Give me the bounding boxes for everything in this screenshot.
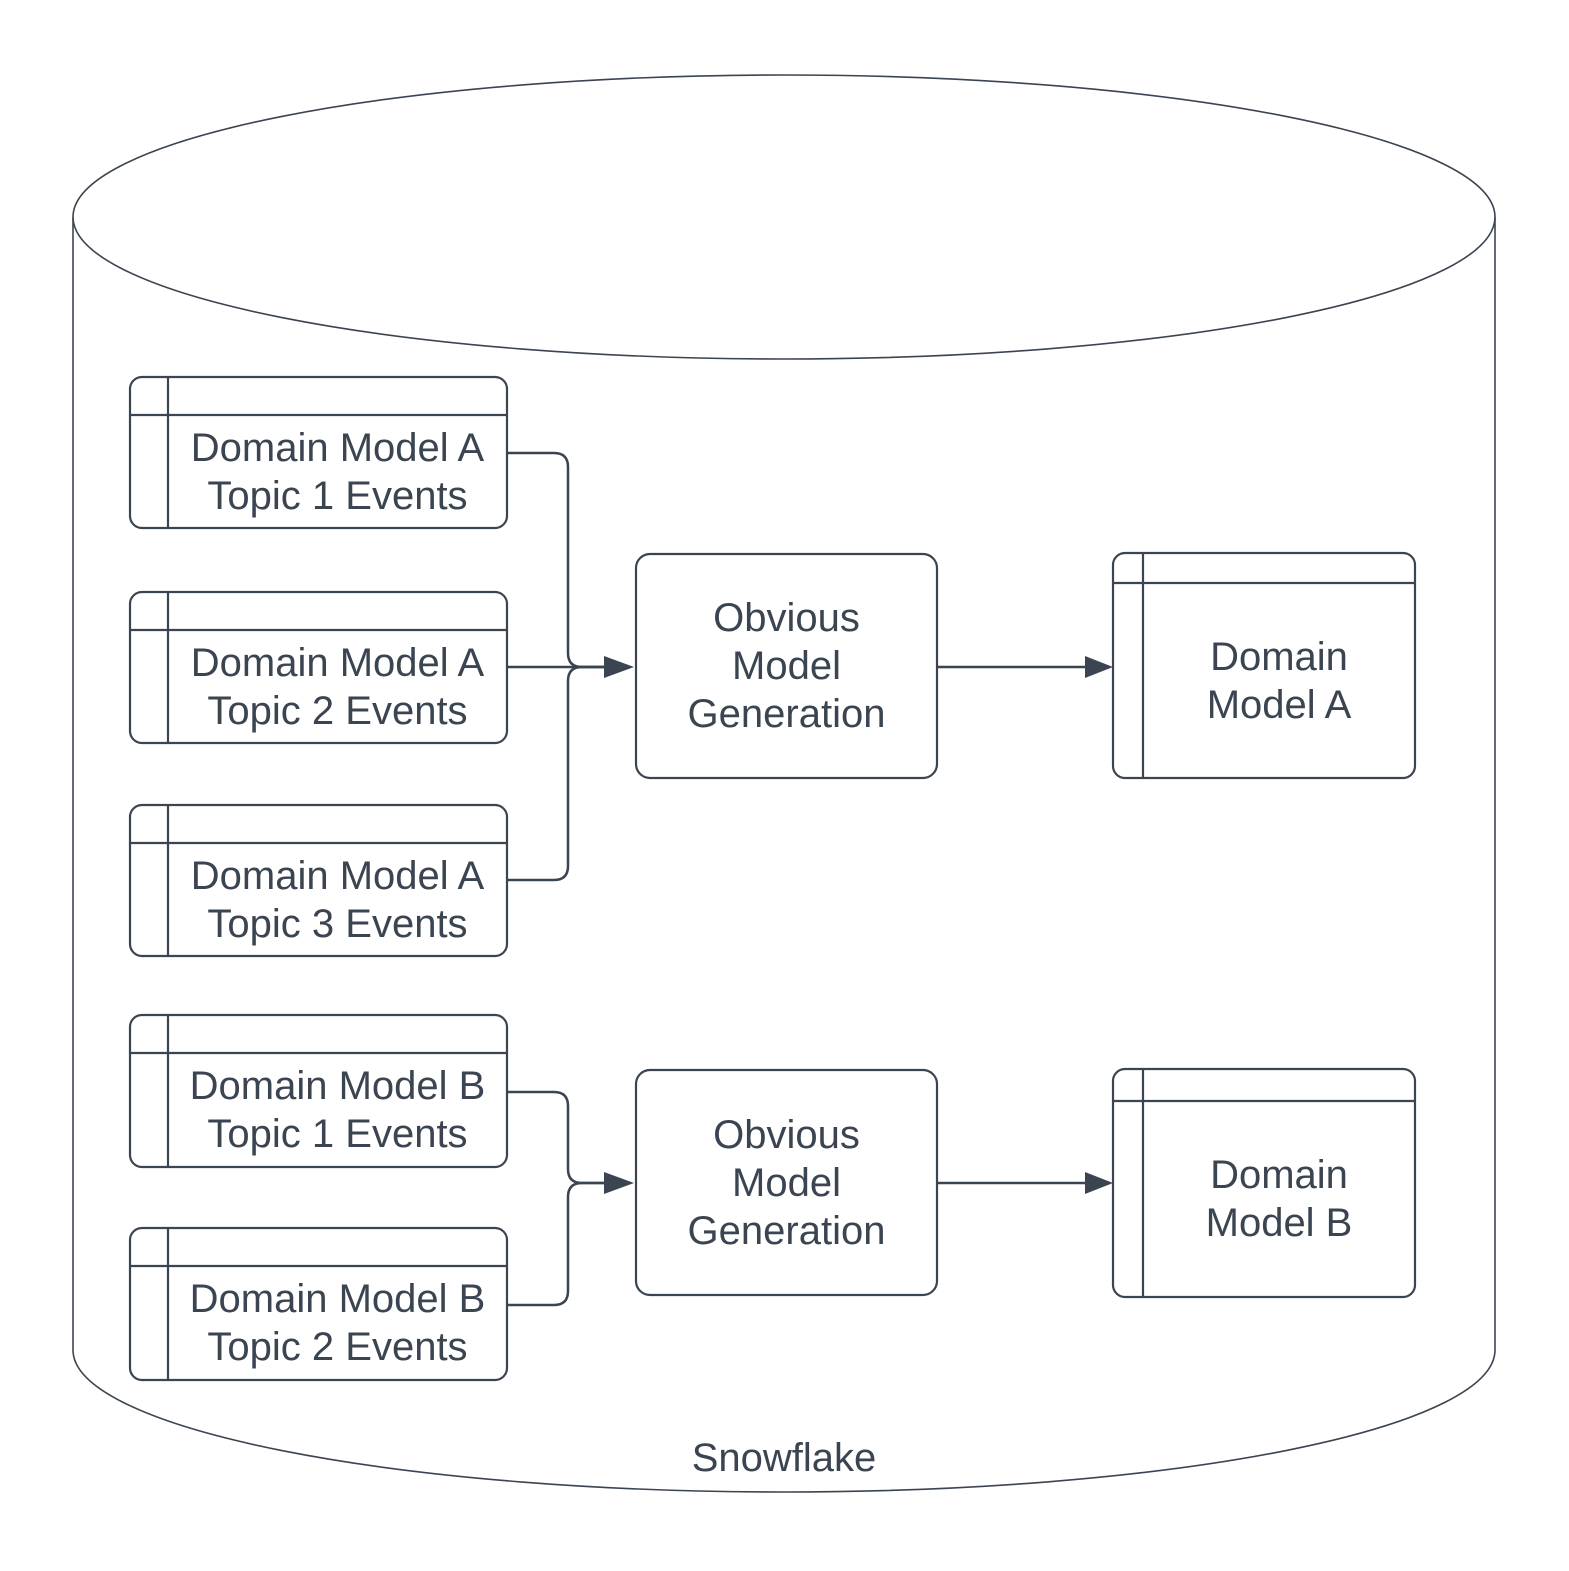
table-domain-model-a-topic-3 — [128, 803, 509, 958]
cylinder-top-ellipse — [72, 74, 1496, 360]
connectors-group-a — [507, 451, 1113, 882]
arrowhead-icon — [1085, 656, 1113, 678]
process-box-obvious-model-generation-a — [634, 552, 939, 780]
connectors-group-b — [507, 1090, 1113, 1307]
process-box-obvious-model-generation-b — [634, 1068, 939, 1297]
connector-a-topic3-to-process — [507, 665, 604, 882]
table-domain-model-b-topic-2 — [128, 1226, 509, 1382]
arrowhead-icon — [604, 656, 634, 678]
table-domain-model-b-output — [1111, 1067, 1417, 1299]
table-domain-model-b-topic-1 — [128, 1013, 509, 1169]
connector-b-topic1-to-process — [507, 1090, 604, 1185]
table-domain-model-a-output — [1111, 551, 1417, 780]
arrowhead-icon — [1085, 1172, 1113, 1194]
connector-b-topic2-to-process — [507, 1181, 604, 1307]
table-domain-model-a-topic-1 — [128, 375, 509, 530]
table-domain-model-a-topic-2 — [128, 590, 509, 745]
arrowhead-icon — [604, 1172, 634, 1194]
